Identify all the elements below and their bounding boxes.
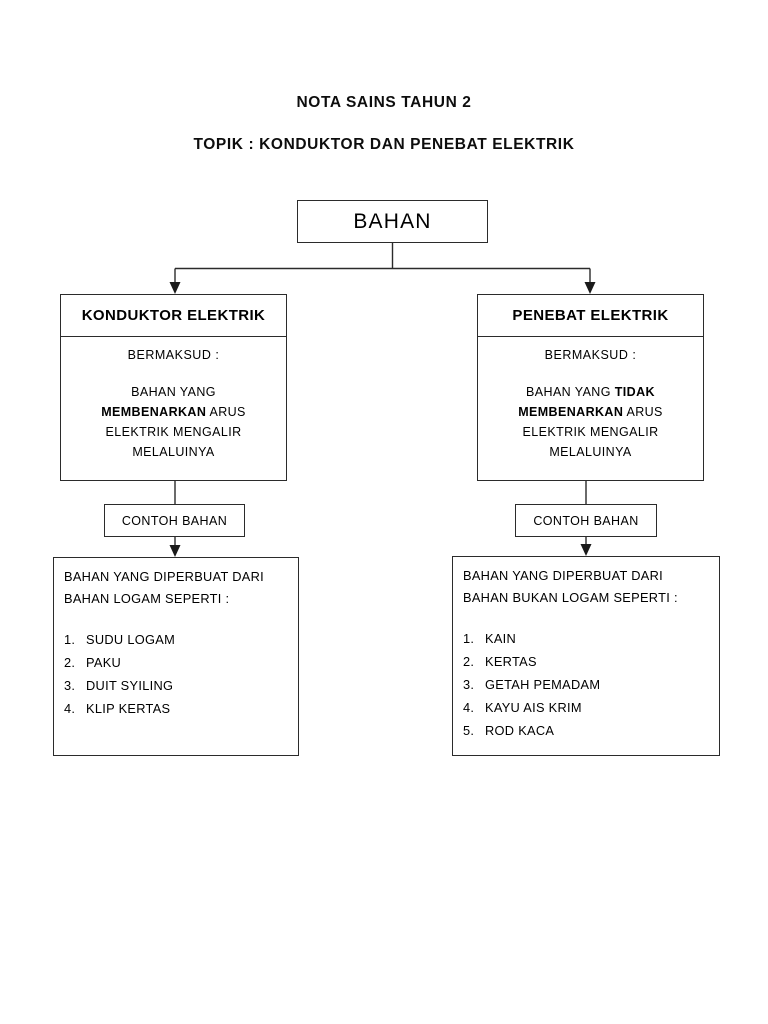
list-heading-line: BAHAN BUKAN LOGAM SEPERTI : [463,590,678,605]
example-list-penebat: 1. KAIN 2. KERTAS 3. GETAH PEMADAM 4. KAYU AIS … [463,627,713,742]
list-item: 5. ROD KACA [463,719,713,742]
list-item-label: SUDU LOGAM [86,632,176,647]
list-item-number: 1. [463,631,475,646]
category-box-konduktor[interactable]: KONDUKTOR ELEKTRIK BERMAKSUD : BAHAN YAN… [60,294,287,481]
list-item-label: GETAH PEMADAM [485,677,601,692]
list-item-label: DUIT SYILING [86,678,174,693]
list-item: 2. KERTAS [463,650,713,673]
list-item: 2. PAKU [64,651,292,674]
list-item-label: KLIP KERTAS [86,701,171,716]
example-list-inner: BAHAN YANG DIPERBUAT DARI BAHAN LOGAM SEP… [64,566,292,720]
example-list-inner: BAHAN YANG DIPERBUAT DARI BAHAN BUKAN LOG… [463,565,713,742]
example-list-box-konduktor[interactable]: BAHAN YANG DIPERBUAT DARI BAHAN LOGAM SEP… [53,557,299,756]
list-item-label: KAIN [485,631,517,646]
means-line: BAHAN YANG TIDAK [526,385,655,399]
list-heading-line: BAHAN LOGAM SEPERTI : [64,591,230,606]
category-header-label: PENEBAT ELEKTRIK [512,307,669,324]
list-item-label: KERTAS [485,654,537,669]
list-item-number: 2. [64,655,76,670]
list-item-number: 3. [64,678,76,693]
means-line: ELEKTRIK MENGALIR [105,425,242,439]
example-pill-label: CONTOH BAHAN [533,513,639,528]
example-pill-label: CONTOH BAHAN [121,513,228,528]
category-body-konduktor: BERMAKSUD : BAHAN YANG MEMBENARKAN ARUS EL… [61,337,286,480]
list-item-number: 1. [64,632,76,647]
list-item-number: 4. [463,700,475,715]
list-item-number: 2. [463,654,475,669]
list-item: 3. DUIT SYILING [64,674,292,697]
list-item-number: 5. [463,723,475,738]
list-item: 4. KLIP KERTAS [64,697,292,720]
list-item: 3. GETAH PEMADAM [463,673,713,696]
category-body-penebat: BERMAKSUD : BAHAN YANG TIDAK MEMBENARKAN … [478,337,703,480]
means-text-konduktor: BAHAN YANG MEMBENARKAN ARUS ELEKTRIK MENGA… [61,382,286,462]
means-line: MEMBENARKAN ARUS [518,405,663,419]
example-pill-penebat[interactable]: CONTOH BAHAN [515,504,657,537]
list-item-label: KAYU AIS KRIM [485,700,582,715]
example-list-heading: BAHAN YANG DIPERBUAT DARI BAHAN LOGAM SEP… [64,566,292,610]
list-heading-line: BAHAN YANG DIPERBUAT DARI [463,568,663,583]
means-line: MELALUINYA [549,445,632,459]
means-line: BAHAN YANG [131,385,216,399]
category-box-penebat[interactable]: PENEBAT ELEKTRIK BERMAKSUD : BAHAN YANG … [477,294,704,481]
category-header-konduktor: KONDUKTOR ELEKTRIK [61,295,286,337]
example-pill-konduktor[interactable]: CONTOH BAHAN [104,504,245,537]
list-item: 1. SUDU LOGAM [64,628,292,651]
root-node-label: BAHAN [353,209,432,233]
list-item-label: PAKU [86,655,122,670]
example-list-heading: BAHAN YANG DIPERBUAT DARI BAHAN BUKAN LOG… [463,565,713,609]
list-item-number: 4. [64,701,76,716]
list-item: 1. KAIN [463,627,713,650]
list-item: 4. KAYU AIS KRIM [463,696,713,719]
root-node-bahan[interactable]: BAHAN [297,200,488,243]
category-header-label: KONDUKTOR ELEKTRIK [81,307,266,324]
list-heading-line: BAHAN YANG DIPERBUAT DARI [64,569,264,584]
document-subtitle-line-2: TOPIK : KONDUKTOR DAN PENEBAT ELEKTRIK [193,136,575,153]
example-list-box-penebat[interactable]: BAHAN YANG DIPERBUAT DARI BAHAN BUKAN LOG… [452,556,720,756]
means-line: MEMBENARKAN ARUS [101,405,246,419]
category-header-penebat: PENEBAT ELEKTRIK [478,295,703,337]
means-line: MELALUINYA [132,445,215,459]
example-list-konduktor: 1. SUDU LOGAM 2. PAKU 3. DUIT SYILING 4. KLIP K… [64,628,292,720]
means-line: ELEKTRIK MENGALIR [522,425,659,439]
means-text-penebat: BAHAN YANG TIDAK MEMBENARKAN ARUS ELEKTRIK… [478,382,703,462]
means-label: BERMAKSUD : [544,348,637,362]
list-item-label: ROD KACA [485,723,555,738]
document-title-line-1: NOTA SAINS TAHUN 2 [296,94,472,111]
list-item-number: 3. [463,677,475,692]
means-label: BERMAKSUD : [127,348,220,362]
